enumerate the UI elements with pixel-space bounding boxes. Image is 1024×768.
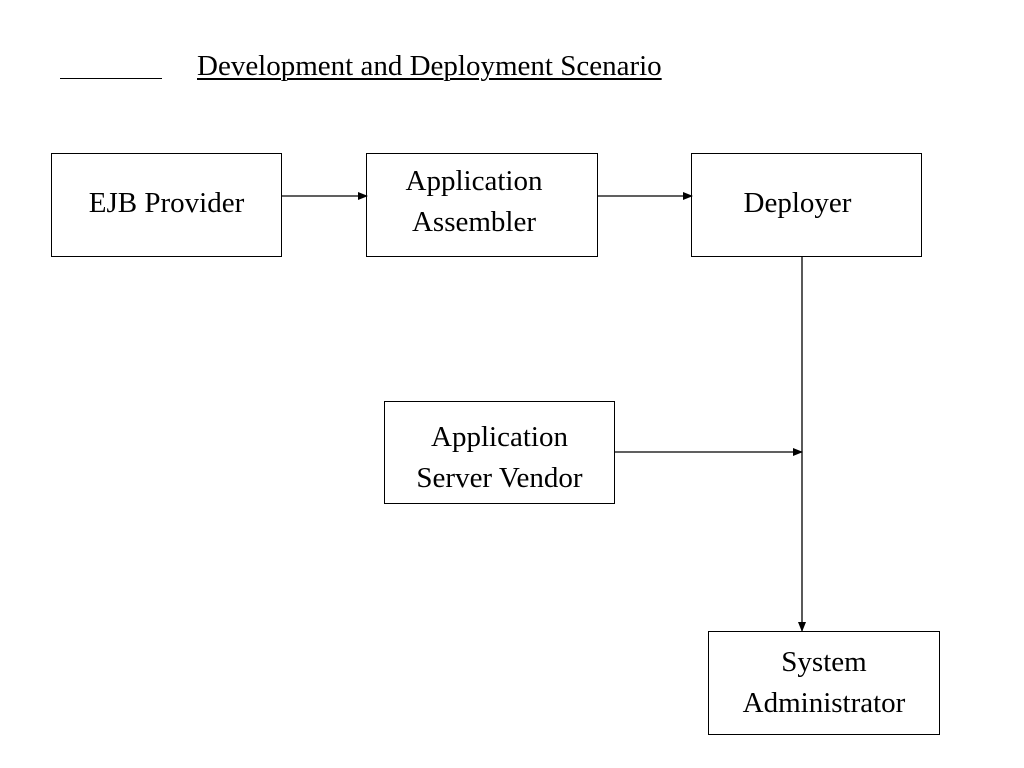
node-deployer: Deployer: [691, 153, 922, 257]
node-system-administrator: System Administrator: [708, 631, 940, 735]
node-application-assembler: Application Assembler: [366, 153, 598, 257]
node-ejb-provider-label: EJB Provider: [88, 186, 245, 219]
node-application-server-vendor-label: Application Server Vendor: [416, 420, 583, 494]
page-title: Development and Deployment Scenario: [197, 50, 662, 82]
node-ejb-provider: EJB Provider: [51, 153, 282, 257]
node-system-administrator-label: System Administrator: [742, 646, 906, 719]
node-application-assembler-label: Application Assembler: [405, 165, 543, 238]
node-deployer-label: Deployer: [743, 186, 852, 219]
node-application-server-vendor: Application Server Vendor: [384, 401, 615, 504]
title-leading-rule: [60, 78, 162, 79]
